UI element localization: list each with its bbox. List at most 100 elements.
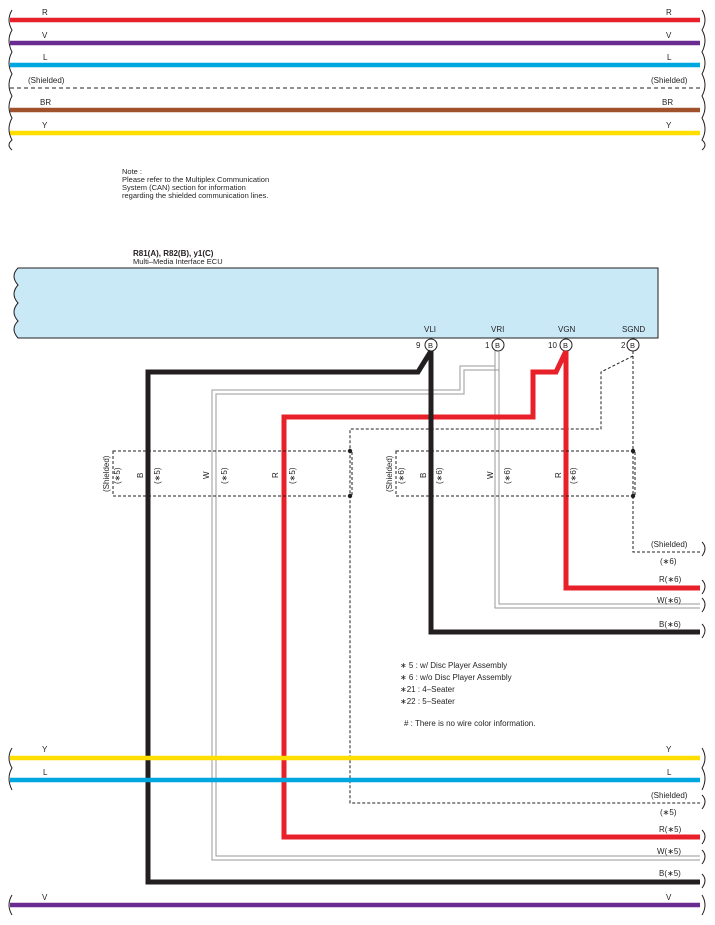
shield-right-w-tag: (∗6) <box>503 467 512 484</box>
legend-line-5: # : There is no wire color information. <box>404 719 535 728</box>
note-line-2: Please refer to the Multiplex Communicat… <box>122 175 269 184</box>
top-label-r-left: R <box>42 8 48 17</box>
shield-node-right-bottom <box>630 493 636 499</box>
right-out-shielded: (Shielded) <box>651 540 688 549</box>
pin-num-vli: 9 <box>416 341 421 350</box>
pin-conn-vri: B <box>495 341 500 350</box>
bottom-label-shielded-tag: (∗5) <box>660 808 677 817</box>
shield-left-b-tag: (∗5) <box>153 467 162 484</box>
top-label-l-left: L <box>43 53 48 62</box>
bottom-label-v-left: V <box>42 893 48 902</box>
shield-right-r-tag: (∗6) <box>569 467 578 484</box>
black-wires <box>145 349 700 885</box>
top-label-y-right: Y <box>666 121 672 130</box>
pin-vri: 1 B <box>485 338 505 352</box>
right-out-b: B(∗6) <box>659 620 681 629</box>
break-mark-bottom-right <box>701 747 706 916</box>
bottom-label-y-left: Y <box>42 745 48 754</box>
white-wire-6-inner <box>498 351 700 605</box>
pin-num-vgn: 10 <box>548 341 557 350</box>
pin-name-vri: VRI <box>491 325 504 334</box>
shield-right-r: R <box>554 472 563 478</box>
shield-box-right: (Shielded) (∗6) B (∗6) W (∗6) R (∗6) <box>385 448 636 499</box>
pin-name-sgnd: SGND <box>622 325 645 334</box>
top-label-br-right: BR <box>662 98 673 107</box>
legend-line-2: ∗ 6 : w/o Disc Player Assembly <box>400 673 512 682</box>
legend-line-4: ∗22 : 5–Seater <box>400 697 455 706</box>
shield-left-r: R <box>271 472 280 478</box>
pin-sgnd: 2 B <box>621 338 640 352</box>
ecu-code: R81(A), R82(B), y1(C) <box>133 249 214 258</box>
top-bus: R R V V L L (Shielded) (Shielded) BR BR … <box>8 8 706 151</box>
pin-circle-vri <box>491 338 505 352</box>
break-mark-left <box>8 9 13 151</box>
shield-left-group: (∗5) <box>113 467 122 484</box>
ecu-block: R81(A), R82(B), y1(C) Multi–Media Interf… <box>13 249 659 352</box>
black-wire-6 <box>428 351 700 635</box>
pin-vli: 9 B <box>416 338 438 352</box>
bottom-label-l-left: L <box>43 768 48 777</box>
pin-conn-vli: B <box>428 341 433 350</box>
shield-rect-right <box>395 450 636 497</box>
right-outputs: (Shielded) (∗6) R(∗6) W(∗6) B(∗6) <box>651 540 706 639</box>
bottom-label-l-right: L <box>667 768 672 777</box>
shield-left-w-tag: (∗5) <box>220 467 229 484</box>
shield-right-w: W <box>486 471 495 479</box>
top-label-v-left: V <box>42 31 48 40</box>
white-wire-6-outer <box>494 351 700 609</box>
legend-line-1: ∗ 5 : w/ Disc Player Assembly <box>400 661 507 670</box>
top-label-br-left: BR <box>40 98 51 107</box>
bottom-bus: Y Y L L (Shielded) (∗5) R(∗5) W(∗5) B(∗5… <box>8 745 706 916</box>
pin-conn-sgnd: B <box>630 341 635 350</box>
note-line-3: System (CAN) section for information <box>122 183 246 192</box>
shield-right-b-tag: (∗6) <box>435 467 444 484</box>
bottom-label-shielded: (Shielded) <box>651 791 688 800</box>
shield-dashed-lines <box>349 351 700 804</box>
bottom-label-w: W(∗5) <box>657 847 681 856</box>
pin-name-vli: VLI <box>424 325 436 334</box>
sgnd-dashed-6 <box>632 351 700 553</box>
note: Note : Please refer to the Multiplex Com… <box>122 167 269 200</box>
right-out-shielded-tag: (∗6) <box>660 557 677 566</box>
top-label-r-right: R <box>666 8 672 17</box>
red-wire-5 <box>281 349 700 840</box>
sgnd-dashed-5 <box>349 351 700 804</box>
black-wire-5 <box>145 349 700 885</box>
red-wire-6 <box>563 351 700 591</box>
shield-node-right-top <box>630 448 636 454</box>
shield-node-left-top <box>347 448 353 454</box>
top-label-shielded-right: (Shielded) <box>651 76 688 85</box>
bottom-label-y-right: Y <box>666 745 672 754</box>
shield-left-b: B <box>136 473 145 478</box>
bottom-label-v-right: V <box>666 893 672 902</box>
break-mark-bottom-left <box>8 747 13 916</box>
pin-vgn: 10 B <box>548 338 573 352</box>
top-label-l-right: L <box>667 53 672 62</box>
shield-right-b: B <box>419 473 428 478</box>
top-label-y-left: Y <box>42 121 48 130</box>
right-out-r: R(∗6) <box>659 575 682 584</box>
shield-left-w: W <box>202 471 211 479</box>
ecu-name: Multi–Media Interface ECU <box>133 257 223 266</box>
pin-conn-vgn: B <box>563 341 568 350</box>
top-label-v-right: V <box>666 31 672 40</box>
legend: ∗ 5 : w/ Disc Player Assembly ∗ 6 : w/o … <box>400 661 535 728</box>
shield-box-left: (Shielded) (∗5) B (∗5) W (∗5) R (∗5) <box>102 448 353 499</box>
pin-name-vgn: VGN <box>558 325 576 334</box>
white-wires <box>211 351 700 861</box>
shield-left-shielded: (Shielded) <box>102 455 111 492</box>
shield-rect-left <box>112 450 353 497</box>
red-wires <box>281 349 700 840</box>
break-mark-right <box>701 9 706 151</box>
bottom-label-b: B(∗5) <box>659 869 681 878</box>
right-out-w: W(∗6) <box>657 596 681 605</box>
note-line-4: regarding the shielded communication lin… <box>122 191 268 200</box>
top-label-shielded-left: (Shielded) <box>28 76 65 85</box>
shield-node-left-bottom <box>347 493 353 499</box>
legend-line-3: ∗21 : 4–Seater <box>400 685 455 694</box>
break-mark-right-mid <box>701 541 706 639</box>
bottom-label-r: R(∗5) <box>659 825 682 834</box>
pin-num-sgnd: 2 <box>621 341 626 350</box>
pin-num-vri: 1 <box>485 341 490 350</box>
